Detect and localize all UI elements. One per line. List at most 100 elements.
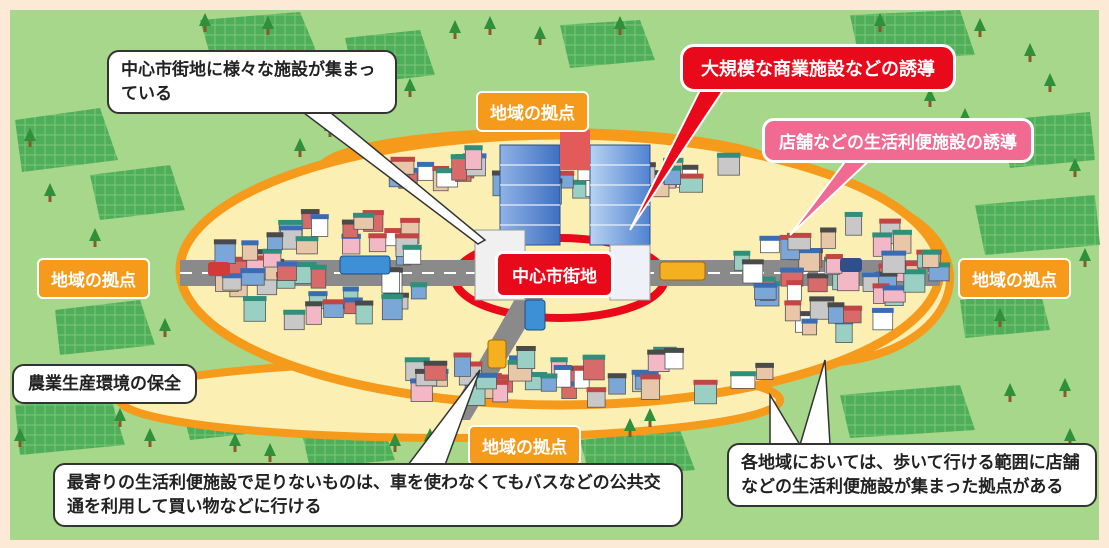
house-icon [416, 161, 435, 181]
house-icon [755, 362, 774, 380]
tree-icon [534, 26, 546, 45]
house-icon [352, 212, 375, 230]
house-icon [310, 264, 327, 289]
house-icon [381, 294, 404, 321]
tower-icon [499, 144, 561, 246]
tree-icon [404, 78, 416, 97]
tree-icon [264, 443, 276, 462]
house-icon [663, 347, 685, 370]
tree-icon [144, 428, 156, 447]
car-icon [208, 262, 230, 276]
tree-icon [89, 228, 101, 247]
tree-icon [199, 13, 211, 32]
bus-icon [339, 255, 391, 275]
house-icon [240, 268, 266, 286]
house-icon [844, 211, 863, 236]
house-icon [380, 267, 401, 294]
callout-agriculture: 農業生産環境の保全 [12, 364, 197, 404]
house-icon [368, 233, 387, 253]
tree-icon [389, 433, 401, 452]
house-icon [716, 152, 741, 176]
tree-icon [1024, 43, 1036, 62]
house-icon [753, 282, 778, 300]
tree-icon [44, 183, 56, 202]
tree-icon [24, 128, 36, 147]
tree-icon [14, 428, 26, 447]
bus-icon [659, 261, 706, 281]
house-icon [784, 300, 802, 322]
tree-icon [644, 408, 656, 427]
house-icon [276, 261, 298, 281]
house-icon [243, 296, 267, 322]
tree-icon [624, 418, 636, 437]
hub-label-top: 地域の拠点 [476, 91, 589, 132]
tree-icon [229, 433, 241, 452]
tree-icon [874, 13, 886, 32]
house-icon [295, 236, 319, 255]
tree-icon [974, 18, 986, 37]
tree-icon [449, 20, 461, 39]
hub-label-right: 地域の拠点 [958, 258, 1071, 299]
tree-icon [1069, 158, 1081, 177]
callout-commercial: 大規模な商業施設などの誘導 [680, 44, 956, 92]
house-icon [882, 285, 907, 303]
callout-shops: 店舗などの生活利便施設の誘導 [762, 118, 1034, 163]
house-icon [475, 372, 498, 390]
house-icon [410, 282, 428, 300]
tree-icon [484, 16, 496, 35]
house-icon [871, 307, 894, 331]
house-icon [797, 248, 821, 272]
tree-icon [114, 408, 126, 427]
tree-icon [294, 138, 306, 157]
bus-icon [524, 299, 546, 331]
callout-bus: 最寄りの生活利便施設で足りないものは、車を使わなくてもバスなどの公共交通を利用し… [53, 463, 683, 527]
vehicles [208, 255, 862, 369]
house-icon [693, 379, 718, 405]
callout-walk: 各地域においては、歩いて行ける範囲に店舗などの生活利便施設が集まった拠点がある [727, 443, 1097, 507]
house-icon [678, 173, 704, 193]
car-icon [840, 258, 862, 272]
house-icon [266, 232, 284, 251]
house-icon [801, 318, 818, 336]
house-icon [759, 235, 781, 254]
tree-icon [1079, 248, 1091, 267]
house-icon [786, 232, 812, 251]
house-icon [402, 244, 422, 265]
house-icon [241, 240, 259, 261]
house-icon [607, 373, 627, 395]
house-icon [221, 273, 243, 291]
hub-label-left: 地域の拠点 [37, 258, 150, 299]
house-icon [354, 300, 374, 325]
house-icon [582, 354, 606, 381]
city-center-label: 中心市街地 [495, 251, 614, 298]
callout-facilities: 中心市街地に様々な施設が集まっている [107, 50, 397, 114]
house-icon [464, 145, 483, 170]
tree-icon [994, 308, 1006, 327]
tree-icon [614, 16, 626, 35]
house-icon [741, 259, 764, 284]
house-icon [213, 239, 237, 265]
house-icon [640, 374, 661, 400]
tree-icon [159, 318, 171, 337]
house-icon [586, 387, 607, 408]
house-icon [892, 229, 912, 254]
house-icon [283, 309, 306, 331]
callout-pointers [297, 79, 878, 466]
house-icon [902, 269, 926, 293]
tree-icon [1044, 73, 1056, 92]
tree-icon [1059, 378, 1071, 397]
house-icon [820, 227, 837, 249]
house-icon [310, 214, 329, 237]
house-icon [827, 302, 845, 324]
tree-icon [262, 16, 274, 35]
house-icon [322, 299, 345, 318]
house-icon [540, 373, 558, 392]
tree-icon [1004, 383, 1016, 402]
house-icon [881, 250, 907, 274]
house-icon [516, 346, 536, 369]
house-icon [305, 301, 323, 325]
tower-icon [589, 144, 651, 246]
house-icon [807, 273, 829, 293]
tree-icon [924, 88, 936, 107]
